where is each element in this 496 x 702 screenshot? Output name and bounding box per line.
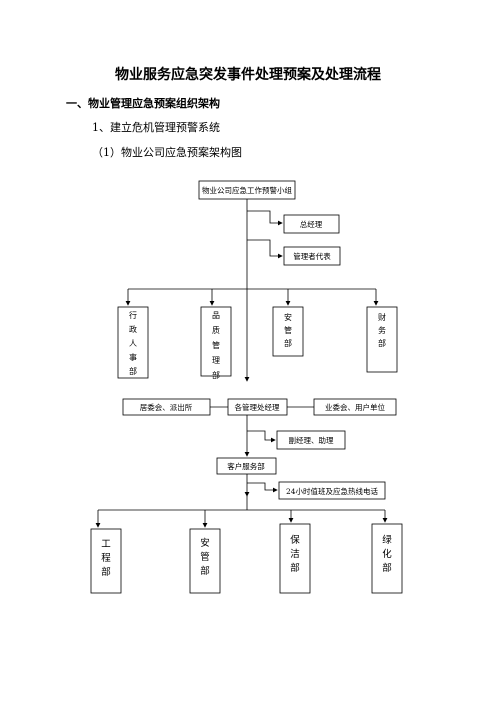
box-general-manager — [283, 214, 340, 234]
label-top: 物业公司应急工作预警小组 — [202, 185, 292, 195]
box-mgmt-rep — [283, 246, 341, 266]
box-cleaning — [279, 523, 311, 594]
label-dept-cleaning: 保洁部 — [290, 534, 300, 574]
chart-caption: （1）物业公司应急预案架构图 — [92, 146, 242, 159]
label-office: 各管理处经理 — [235, 402, 280, 412]
box-security2 — [189, 528, 221, 594]
box-hotline — [278, 481, 386, 500]
document-title: 物业服务应急突发事件处理预案及处理流程 — [115, 67, 381, 83]
label-dept-engineering: 工程部 — [101, 539, 111, 578]
label-deputy: 副经理、助理 — [289, 435, 334, 445]
label-right-partner: 业委会、用户单位 — [325, 402, 385, 412]
label-dept-quality: 品质管理部 — [212, 311, 220, 380]
box-security — [272, 306, 304, 357]
section-heading: 一、物业管理应急预案组织架构 — [66, 97, 220, 110]
label-dept-security2: 安管部 — [200, 537, 210, 577]
label-dept-finance: 财务部 — [378, 312, 386, 348]
label-dept-greening: 绿化部 — [382, 534, 392, 574]
box-right-partner — [313, 398, 397, 416]
box-quality — [200, 306, 232, 377]
box-greening — [371, 523, 403, 594]
box-admin — [117, 306, 149, 379]
label-customer-service: 客户服务部 — [227, 461, 265, 471]
label-mgmt-rep: 管理者代表 — [293, 251, 331, 261]
subsection-heading: 1、建立危机管理预警系统 — [92, 121, 220, 134]
box-office — [227, 398, 288, 416]
label-hotline: 24小时值班及应急热线电话 — [286, 486, 379, 496]
box-engineering — [90, 528, 122, 594]
box-top — [198, 180, 296, 200]
box-customer-service — [216, 457, 277, 475]
label-dept-security: 安管部 — [284, 312, 292, 348]
label-dept-admin: 行政人事部 — [129, 310, 137, 376]
box-deputy — [276, 430, 346, 450]
label-general-manager: 总经理 — [300, 219, 323, 229]
box-finance — [366, 306, 398, 373]
box-left-partner — [122, 398, 211, 416]
label-left-partner: 居委会、派出所 — [140, 402, 193, 412]
